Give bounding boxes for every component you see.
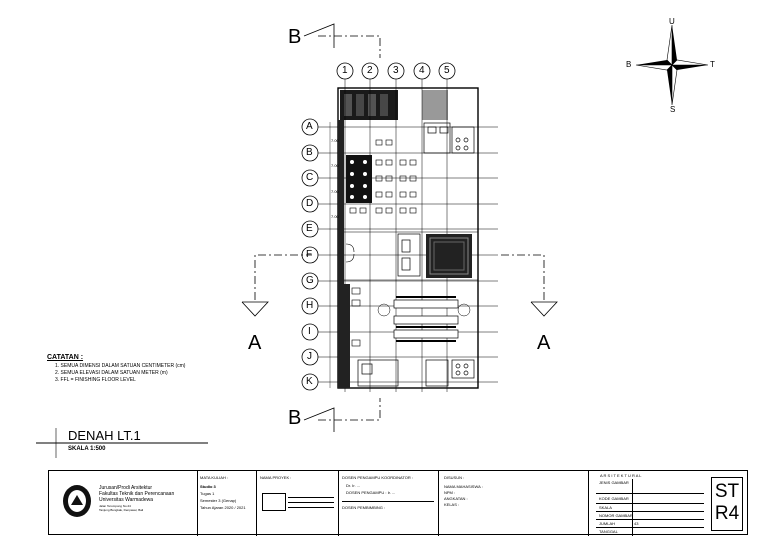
drawing-title: DENAH LT.1 — [68, 428, 141, 443]
university-logo — [61, 483, 93, 519]
notes-heading: CATATAN : — [47, 354, 84, 361]
nama-proyek-label: NAMA PROYEK : — [260, 475, 292, 480]
info-row-label: JUMLAH — [599, 521, 616, 526]
disusun-row: KELAS : — [444, 502, 460, 507]
grid-col-label: 2 — [367, 65, 373, 76]
grid-row-label: I — [308, 326, 311, 337]
atrium-void — [426, 234, 472, 278]
sheet-code-box: ST R4 — [711, 477, 743, 531]
address-line: Jalan Terompong No.24 — [99, 504, 131, 508]
north-arrow — [635, 24, 709, 106]
info-row-label: NOMOR GAMBAR — [599, 513, 633, 518]
dimension-label: 7.00 — [331, 138, 339, 143]
disusun-label: DISUSUN : — [444, 475, 465, 480]
mata-kuliah-cell: MATA KULIAH : Studio 3 Tugas 1 Semester … — [197, 471, 257, 536]
section-a-line-left — [254, 254, 312, 300]
notes-item: 1. SEMUA DIMENSI DALAM SATUAN CENTIMETER… — [55, 363, 186, 369]
long-table-1 — [393, 299, 459, 309]
section-b-line-bottom — [318, 398, 381, 421]
mata-kuliah-line: Studio 3 — [200, 484, 216, 489]
institution-line: Fakultas Teknik dan Perencanaan — [99, 491, 175, 497]
column-bubbles — [336, 62, 456, 80]
compass-east: T — [710, 60, 715, 69]
info-row-label: KODE GAMBAR — [599, 496, 629, 501]
section-b-label-bottom: B — [288, 407, 302, 429]
disusun-row: NPM : — [444, 490, 456, 495]
compass-north: U — [669, 17, 675, 26]
grid-row-label: G — [306, 275, 314, 286]
notes-item: 3. FFL = FINISHING FLOOR LEVEL — [55, 377, 136, 383]
sheet-code-line: R4 — [714, 503, 740, 524]
sheet-code-line: ST — [714, 481, 740, 502]
dimension-label: 7.00 — [331, 163, 339, 168]
grid-col-label: 4 — [419, 65, 425, 76]
dark-seating-block — [346, 155, 372, 203]
mata-kuliah-line: Tahun Ajaran 2020 / 2021 — [200, 505, 246, 510]
grid-row-label: E — [306, 223, 313, 234]
grid-col-label: 5 — [444, 65, 450, 76]
mata-kuliah-line: Tugas 1 — [200, 491, 215, 496]
institution-info: Jurusan/Prodi Arsitektur Fakultas Teknik… — [99, 485, 174, 512]
grid-col-label: 1 — [342, 65, 348, 76]
section-a-label-left: A — [248, 332, 262, 354]
grid-row-label: J — [307, 351, 312, 362]
institution-line: Jurusan/Prodi Arsitektur — [99, 485, 153, 491]
grid-row-label: K — [306, 376, 313, 387]
section-b-line-top — [318, 35, 381, 58]
dosen-pengampu-label: DOSEN PENGAMPU KOORDINATOR : — [342, 475, 413, 480]
disusun-row: ANGKATAN : — [444, 496, 468, 501]
section-a-label-right: A — [537, 332, 551, 354]
info-row-label: TANGGAL — [599, 529, 618, 534]
notes-block: CATATAN : 1. SEMUA DIMENSI DALAM SATUAN … — [47, 354, 185, 383]
disusun-row: NAMA MAHASISWA : — [444, 484, 483, 489]
dosen-pembimbing-label: DOSEN PEMBIMBING : — [342, 505, 386, 510]
disusun-cell: DISUSUN : NAMA MAHASISWA : NPM : ANGKATA… — [438, 471, 589, 536]
grid-row-label: D — [306, 198, 314, 209]
grid-row-label: C — [306, 172, 314, 183]
compass-south: S — [670, 105, 676, 114]
dosen-pengampu-line: Dr. Ir. ... — [346, 483, 361, 488]
info-row-label: JENIS GAMBAR — [599, 480, 629, 485]
title-block: Jurusan/Prodi Arsitektur Fakultas Teknik… — [48, 470, 748, 536]
restroom-upper — [423, 122, 451, 154]
grid-row-label: F — [306, 249, 313, 260]
dimension-label: 7.00 — [331, 214, 339, 219]
grid-row-label: B — [306, 147, 313, 158]
notes-item: 2. SEMUA ELEVASI DALAM SATUAN METER (m) — [55, 370, 168, 376]
mata-kuliah-line: Semester 3 (Genap) — [200, 498, 237, 503]
grid-row-label: A — [306, 121, 313, 132]
section-b-label-top: B — [288, 26, 302, 48]
drawing-info-cell: A R S I T E K T U R A L JENIS GAMBAR KOD… — [596, 471, 704, 536]
dosen-cell: DOSEN PENGAMPU KOORDINATOR : Dr. Ir. ...… — [338, 471, 439, 536]
institution-line: Universitas Warmadewa — [99, 497, 153, 503]
mata-kuliah-label: MATA KULIAH : — [200, 475, 229, 480]
nama-proyek-cell: NAMA PROYEK : — [256, 471, 339, 536]
restroom-lower — [357, 359, 399, 387]
lift-core — [397, 233, 421, 277]
jumlah-value: 43 — [634, 521, 639, 526]
dosen-pengampu-line: DOSEN PENGAMPU : Ir. ... — [346, 490, 396, 495]
arsitektural-label: A R S I T E K T U R A L — [600, 473, 642, 478]
grid-row-label: H — [306, 300, 314, 311]
drawing-scale: SKALA 1:500 — [68, 446, 106, 452]
long-table-2 — [393, 315, 459, 325]
section-a-line-right — [498, 254, 545, 300]
top-planter — [422, 90, 448, 120]
info-row-label: SKALA — [599, 505, 612, 510]
compass-west: B — [626, 60, 632, 69]
dimension-label: 7.00 — [331, 189, 339, 194]
top-dark-zone — [340, 90, 398, 120]
address-line: Tanjung Bungkak, Denpasar, Bali — [99, 508, 144, 512]
long-table-3 — [393, 329, 459, 339]
grid-col-label: 3 — [393, 65, 399, 76]
